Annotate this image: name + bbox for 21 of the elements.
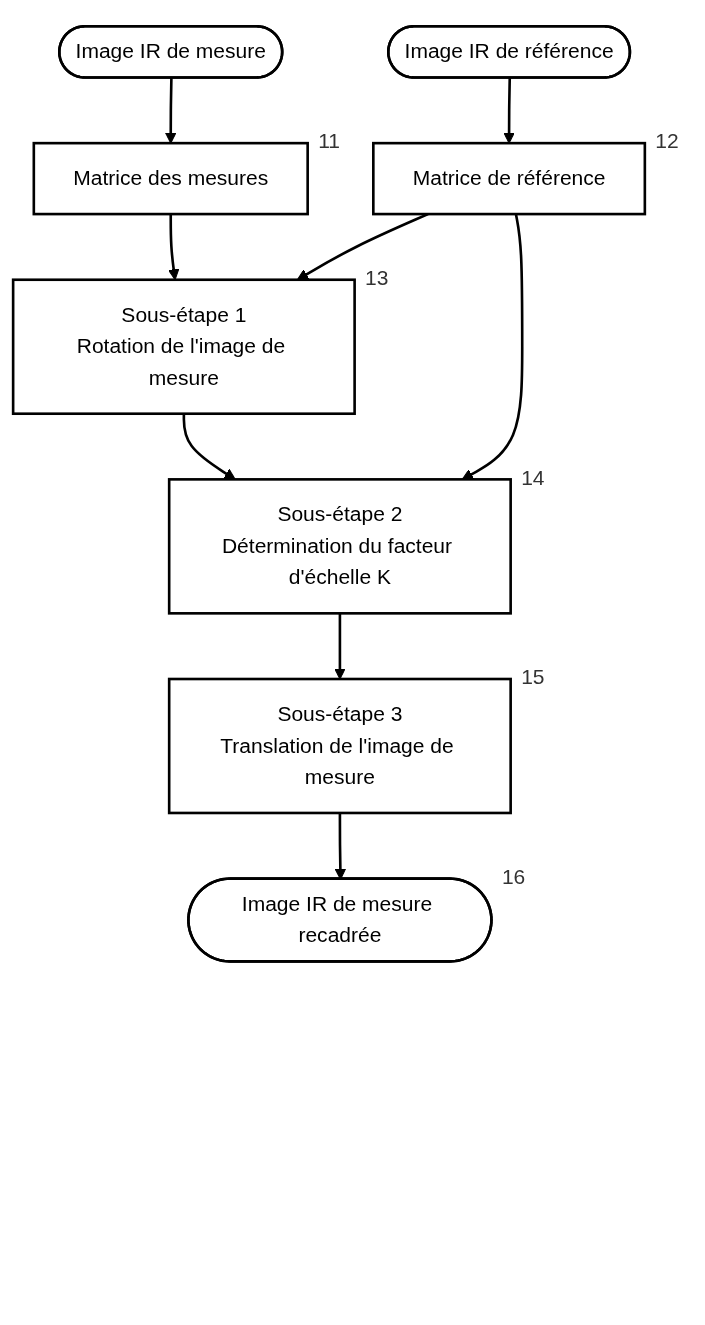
node-label: Sous-étape 1	[121, 303, 247, 326]
reference-number: 12	[655, 129, 679, 153]
reference-number: 16	[501, 864, 526, 888]
arrow	[164, 78, 177, 144]
node-label: Sous-étape 3	[277, 702, 403, 725]
reference-number: 14	[521, 465, 545, 489]
node-label: Image IR de mesure recadrée	[241, 892, 433, 947]
reference-number: 13	[365, 266, 389, 289]
node-label: Détermination du facteur d'échelle K	[221, 534, 453, 589]
node-label: Sous-étape 2	[277, 503, 403, 526]
node-label: Matrice de référence	[412, 166, 606, 190]
terminal-ellipse: Image IR de mesure	[58, 24, 284, 79]
arrow	[182, 413, 236, 480]
node-label: Matrice des mesures	[73, 166, 269, 190]
reference-number: 11	[318, 129, 340, 153]
reference-number: 15	[521, 665, 545, 689]
arrow	[334, 613, 346, 680]
arrow	[503, 78, 515, 144]
terminal-ellipse: Image IR de référence	[387, 24, 632, 79]
node-label: Translation de l'image de mesure	[220, 734, 454, 789]
node-label: Rotation de l'image de mesure	[76, 334, 286, 389]
